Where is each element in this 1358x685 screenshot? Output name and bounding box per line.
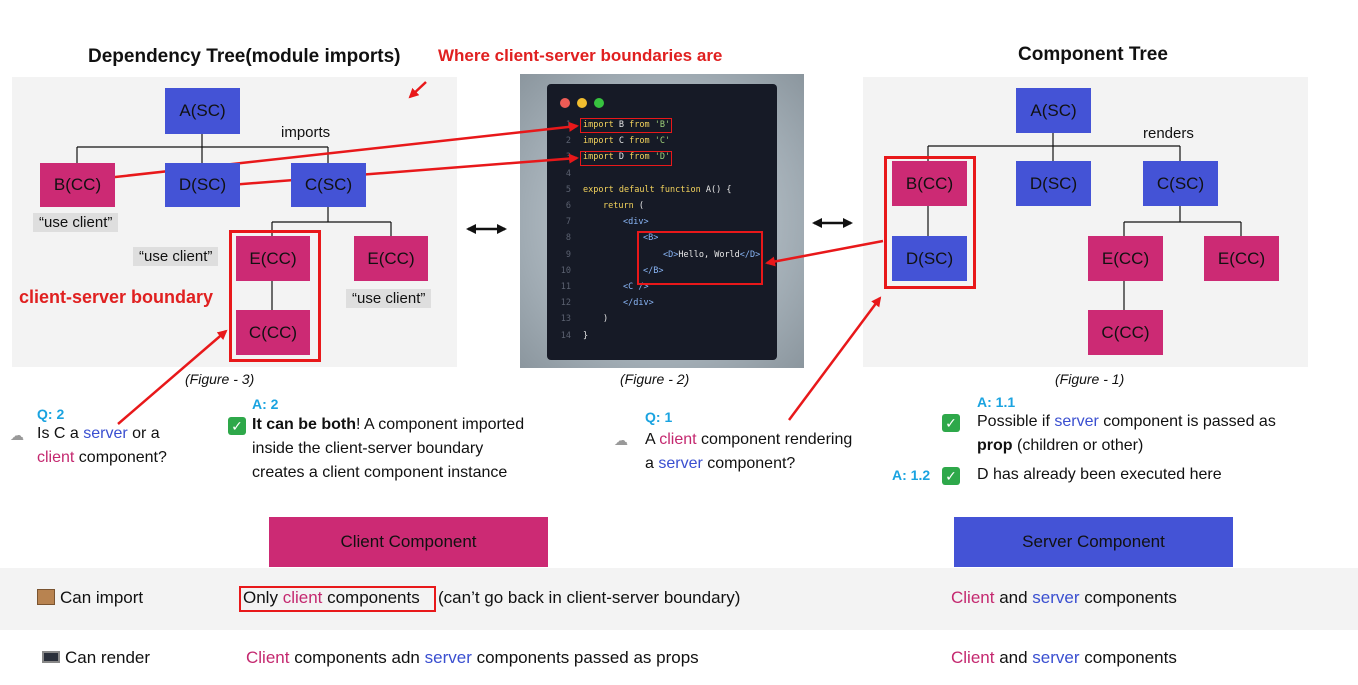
q2-label: Q: 2 bbox=[37, 406, 65, 422]
code-line: import B from 'B' bbox=[583, 120, 671, 130]
dep-node-b: B(CC) bbox=[40, 163, 115, 207]
table-row-can-render: Can render Client components adn server … bbox=[0, 630, 1358, 685]
code-line-number: 12 bbox=[560, 298, 571, 309]
row-label-can-import: Can import bbox=[60, 588, 144, 607]
code-line-number: 1 bbox=[565, 120, 571, 130]
row-render-client: Client components adn server components … bbox=[246, 648, 699, 667]
comp-node-d: D(SC) bbox=[1016, 161, 1091, 206]
boundaries-note: Where client-server boundaries are bbox=[438, 46, 723, 65]
dep-node-d: D(SC) bbox=[165, 163, 240, 207]
row-import-client-highlighted: Only client components bbox=[243, 588, 420, 607]
row-label-can-render: Can render bbox=[65, 648, 151, 667]
a12-label: A: 1.2 bbox=[892, 467, 931, 483]
use-client-note-b: “use client” bbox=[33, 213, 119, 232]
component-tree-title: Component Tree bbox=[1018, 44, 1168, 65]
a11-label: A: 1.1 bbox=[977, 394, 1016, 410]
comp-node-b: B(CC) bbox=[892, 161, 967, 206]
highlight-import-b bbox=[580, 118, 672, 133]
use-client-note-e-right: “use client” bbox=[346, 289, 432, 308]
code-line-number: 8 bbox=[565, 233, 571, 244]
check-icon: ✓ bbox=[228, 417, 246, 435]
a2-label: A: 2 bbox=[252, 396, 279, 412]
code-line-number: 5 bbox=[565, 184, 571, 195]
client-server-boundary-label: client-server boundary bbox=[19, 287, 214, 307]
code-editor-window bbox=[547, 84, 777, 360]
code-line: ) bbox=[603, 314, 609, 325]
check-icon: ✓ bbox=[942, 467, 960, 485]
row-import-client-note: (can’t go back in client-server boundary… bbox=[438, 588, 741, 607]
client-component-legend: Client Component bbox=[269, 517, 548, 567]
code-line: return ( bbox=[603, 201, 644, 211]
row-render-server: Client and server components bbox=[951, 648, 1177, 667]
check-icon: ✓ bbox=[942, 414, 960, 432]
server-component-legend: Server Component bbox=[954, 517, 1233, 567]
window-maximize-dot bbox=[594, 98, 604, 108]
comp-node-c-child: C(CC) bbox=[1088, 310, 1163, 355]
dep-node-e-right: E(CC) bbox=[354, 236, 428, 281]
code-line: } bbox=[583, 330, 589, 341]
thought-bubble-icon: ☁ bbox=[10, 427, 24, 443]
code-line: <D>Hello, World</D> bbox=[663, 249, 761, 260]
window-minimize-dot bbox=[577, 98, 587, 108]
a2-text: It can be both! A component imported ins… bbox=[252, 416, 525, 481]
figure-2-caption: (Figure - 2) bbox=[620, 371, 690, 387]
comp-node-d-child: D(SC) bbox=[892, 236, 967, 281]
table-row-can-import: Can import Only client components (can’t… bbox=[0, 568, 1358, 630]
figure-3-caption: (Figure - 3) bbox=[185, 371, 255, 387]
dep-node-c: C(SC) bbox=[291, 163, 366, 207]
code-line-number: 7 bbox=[565, 217, 571, 228]
dep-node-a: A(SC) bbox=[165, 88, 240, 134]
code-line: <C /> bbox=[623, 282, 649, 292]
comp-node-a: A(SC) bbox=[1016, 88, 1091, 133]
comp-node-e-left: E(CC) bbox=[1088, 236, 1163, 281]
q1-label: Q: 1 bbox=[645, 409, 673, 425]
monitor-icon bbox=[42, 648, 60, 668]
code-line-number: 6 bbox=[565, 201, 571, 211]
dep-node-c-child: C(CC) bbox=[236, 310, 310, 355]
figure-1-caption: (Figure - 1) bbox=[1055, 371, 1125, 387]
code-line-number: 14 bbox=[560, 330, 571, 341]
package-icon bbox=[37, 588, 55, 608]
code-line-number: 10 bbox=[560, 265, 571, 276]
dep-boundary-box bbox=[229, 230, 321, 362]
highlight-import-d bbox=[580, 151, 672, 166]
a11-text: Possible if server component is passed a… bbox=[977, 413, 1276, 454]
code-line-number: 4 bbox=[565, 168, 571, 179]
code-line-number: 13 bbox=[560, 314, 571, 325]
code-line: export default function A() { bbox=[583, 184, 732, 195]
comp-node-e-right: E(CC) bbox=[1204, 236, 1279, 281]
highlight-only-client bbox=[239, 586, 436, 612]
code-line-number: 3 bbox=[565, 152, 571, 163]
code-line-number: 11 bbox=[560, 282, 571, 292]
code-line: import D from 'D' bbox=[583, 152, 671, 163]
code-line: <div> bbox=[623, 217, 649, 228]
code-line: </B> bbox=[643, 265, 664, 276]
code-line: </div> bbox=[623, 298, 654, 309]
code-line-number: 2 bbox=[565, 136, 571, 147]
q1-text: A client component rendering a server co… bbox=[645, 431, 853, 472]
comp-node-c: C(SC) bbox=[1143, 161, 1218, 206]
highlight-b-wraps-d bbox=[637, 231, 763, 285]
code-line: <B> bbox=[643, 233, 659, 244]
a12-text: D has already been executed here bbox=[977, 466, 1222, 483]
dependency-tree-title: Dependency Tree(module imports) bbox=[88, 46, 401, 67]
dep-node-e-left: E(CC) bbox=[236, 236, 310, 281]
code-line: import C from 'C' bbox=[583, 136, 671, 147]
window-close-dot bbox=[560, 98, 570, 108]
use-client-note-e-left: “use client” bbox=[133, 247, 219, 266]
comp-boundary-box bbox=[884, 156, 976, 289]
row-import-server: Client and server components bbox=[951, 588, 1177, 607]
comp-edge-label: renders bbox=[1143, 125, 1194, 142]
code-line-number: 9 bbox=[565, 249, 571, 260]
thought-bubble-icon: ☁ bbox=[614, 432, 628, 448]
dep-edge-label: imports bbox=[281, 124, 331, 141]
q2-text: Is C a server or a client component? bbox=[37, 425, 167, 466]
dep-tree-edges bbox=[76, 133, 392, 310]
